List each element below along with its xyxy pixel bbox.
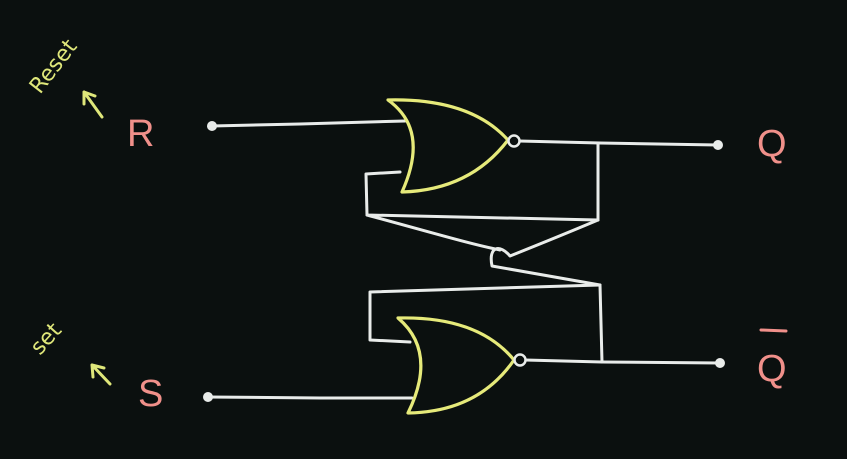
qbar-overline [759,328,788,333]
r-input-label: R [127,113,154,155]
qbar-feedback-vertical [598,283,604,364]
s-input-wire [206,395,414,400]
bottom-gate-bubble [513,353,527,367]
top-nor-gate [386,98,521,194]
qbar-output-label: Q [757,348,787,390]
s-input-label: S [138,373,163,415]
r-input-terminal [207,121,217,131]
cross-diagonal-a [365,213,502,252]
r-input-wire [210,119,407,128]
q-feedback-cross [364,170,600,222]
qbar-output-wire [523,358,722,365]
wires [203,119,725,402]
reset-note: Reset [25,35,83,99]
set-annotation: set [26,318,112,386]
qbar-feedback-cross [368,283,602,344]
set-note: set [26,318,67,360]
qbar-output-terminal [715,358,725,368]
bottom-nor-gate [396,316,527,415]
q-output-label: Q [757,123,787,165]
reset-arrow [82,90,104,119]
q-output-terminal [713,140,723,150]
top-gate-bubble [507,134,521,148]
bottom-gate-body [396,316,516,415]
reset-annotation: Reset [25,35,104,119]
s-input-terminal [203,392,213,402]
qbar-output: Q [757,328,788,390]
top-gate-body [386,98,510,194]
q-output-wire [517,139,720,147]
set-arrow [90,363,112,386]
cross-diagonal-b [489,218,602,287]
